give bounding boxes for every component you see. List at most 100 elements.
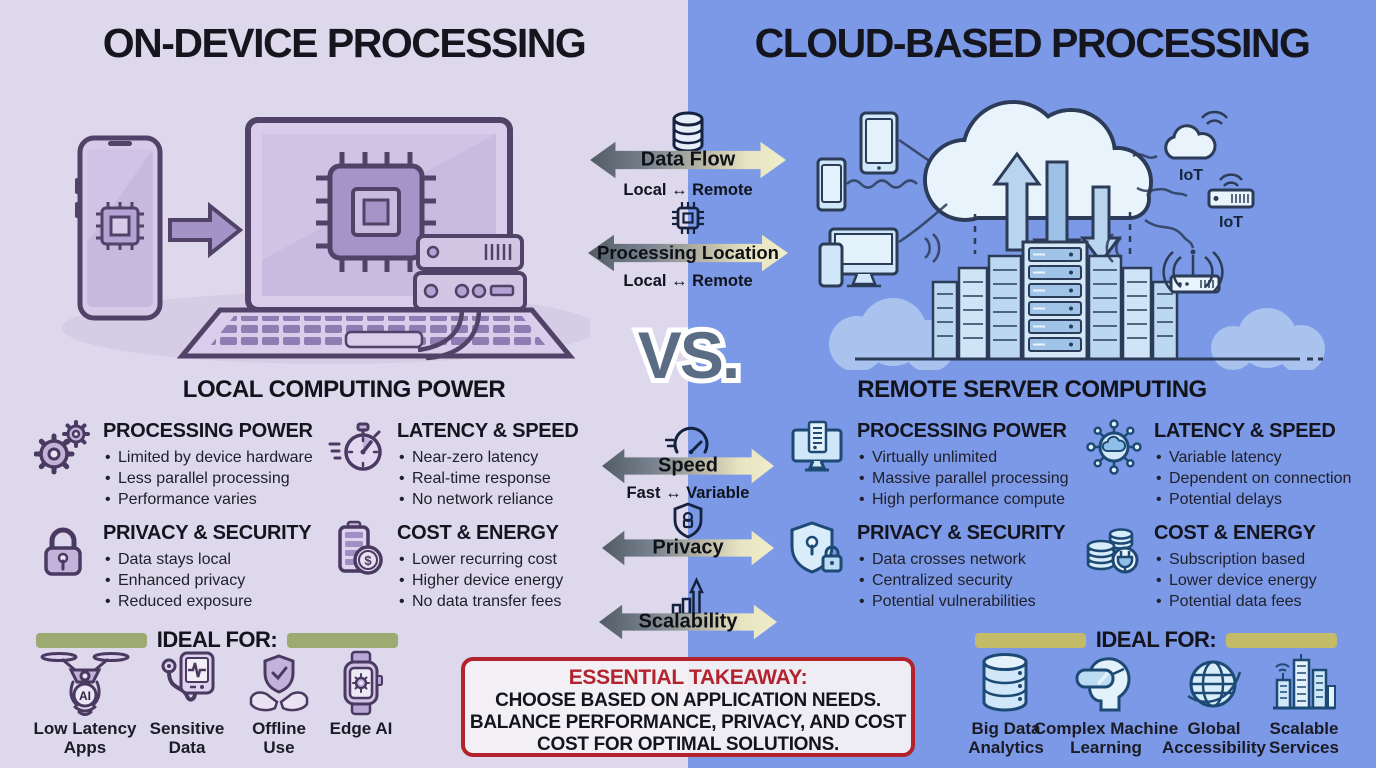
feature-processing-power-left: PROCESSING POWER Limited by device hardw… <box>33 418 326 510</box>
feature-title: PRIVACY & SECURITY <box>857 522 1066 544</box>
ideal-for-label: IDEAL FOR: <box>156 627 278 652</box>
feature-bullet: Virtually unlimited <box>857 447 1069 468</box>
feature-title: PRIVACY & SECURITY <box>103 522 312 544</box>
feature-bullet: Potential data fees <box>1154 591 1317 612</box>
hands-shield-icon <box>236 650 322 716</box>
vr-head-icon <box>1020 650 1192 716</box>
comparison-label: Processing Location <box>597 242 779 263</box>
client-devices-icon <box>816 111 899 288</box>
use-case-label: Global Accessibility <box>1162 719 1266 757</box>
speed-arrow: Speed <box>602 448 774 484</box>
decor-bar <box>36 632 147 648</box>
feature-cost-left: $ COST & ENERGY Lower recurring cost Hig… <box>328 520 594 612</box>
iot-devices-icon <box>1162 110 1255 294</box>
left-connectors <box>846 138 1122 263</box>
feature-bullet: Enhanced privacy <box>103 570 311 591</box>
feature-bullet: Less parallel processing <box>103 468 313 489</box>
feature-bullet: Lower device energy <box>1154 570 1317 591</box>
feature-bullet: Variable latency <box>1154 447 1351 468</box>
vs-text: VS. <box>586 306 790 402</box>
feature-title: PROCESSING POWER <box>103 420 313 442</box>
big-data-icon <box>957 650 1055 716</box>
decor-bar <box>975 632 1086 648</box>
feature-bullet: Lower recurring cost <box>397 549 563 570</box>
feature-bullet: Data stays local <box>103 549 311 570</box>
decor-bar <box>287 632 399 648</box>
data-flow-arrow: Data Flow <box>590 141 786 179</box>
ideal-for-left: IDEAL FOR: <box>36 627 399 653</box>
comparison-label: Scalability <box>638 610 738 633</box>
smartwatch-icon <box>326 650 396 716</box>
city-icon <box>1256 650 1352 716</box>
feature-bullet: Massive parallel processing <box>857 468 1069 489</box>
feature-bullet: Potential delays <box>1154 489 1351 510</box>
left-caption: LOCAL COMPUTING POWER <box>182 376 506 403</box>
takeaway-title: ESSENTIAL TAKEAWAY: <box>568 666 808 689</box>
stopwatch-icon <box>328 418 388 510</box>
takeaway-line: COST FOR OPTIMAL SOLUTIONS. <box>537 734 839 755</box>
use-case-global-access: Global Accessibility <box>1144 650 1284 757</box>
right-caption: REMOTE SERVER COMPUTING <box>857 376 1207 403</box>
decor-bar <box>1226 632 1338 648</box>
right-panel: CLOUD-BASED PROCESSING <box>688 0 1376 768</box>
feature-latency-left: LATENCY & SPEED Near-zero latency Real-t… <box>328 418 594 510</box>
right-title: CLOUD-BASED PROCESSING <box>754 20 1311 66</box>
comparison-label: Data Flow <box>640 148 736 171</box>
use-case-big-data: Big Data Analytics <box>957 650 1055 757</box>
essential-takeaway-box: ESSENTIAL TAKEAWAY: CHOOSE BASED ON APPL… <box>461 657 915 757</box>
feature-bullet: No data transfer fees <box>397 591 563 612</box>
chip-icon <box>668 198 708 243</box>
ideal-for-label: IDEAL FOR: <box>1095 627 1217 652</box>
use-case-label: Scalable Services <box>1269 719 1339 757</box>
takeaway-line: BALANCE PERFORMANCE, PRIVACY, AND COST <box>469 712 907 733</box>
feature-privacy-left: PRIVACY & SECURITY Data stays local Enha… <box>34 520 326 612</box>
comparison-sub: Local ↔ Remote <box>623 181 753 199</box>
feature-bullet: Centralized security <box>857 570 1065 591</box>
database-icon <box>670 110 706 159</box>
use-case-scalable-services: Scalable Services <box>1256 650 1352 757</box>
shield-icon <box>671 502 705 545</box>
comparison-sub: Local ↔ Remote <box>623 272 753 290</box>
feature-bullet: Performance varies <box>103 489 313 510</box>
ideal-for-right: IDEAL FOR: <box>975 627 1338 653</box>
mini-pc-icon <box>413 234 527 361</box>
iot-label: IoT <box>1179 167 1203 184</box>
gears-icon <box>33 418 94 510</box>
medical-monitor-icon <box>137 650 237 716</box>
use-case-low-latency: AI Low Latency Apps <box>29 650 141 757</box>
smartphone-icon <box>75 135 163 321</box>
privacy-arrow: Privacy <box>602 530 774 566</box>
feature-bullet: Dependent on connection <box>1154 468 1351 489</box>
use-case-label: Sensitive Data <box>149 719 225 757</box>
scalability-arrow: Scalability <box>599 604 777 640</box>
processing-location-arrow: Processing Location <box>588 234 788 272</box>
cloud-icon <box>923 100 1153 222</box>
use-case-edge-ai: Edge AI <box>326 650 396 738</box>
comparison-sub: Fast ↔ Variable <box>626 484 750 502</box>
cloud-illustration: IoT IoT <box>816 100 1325 370</box>
globe-icon <box>1144 650 1284 716</box>
use-case-label: Low Latency Apps <box>33 719 137 757</box>
feature-bullet: Reduced exposure <box>103 591 311 612</box>
server-racks-icon <box>855 240 1323 361</box>
shield-lock-icon <box>788 520 848 612</box>
feature-bullet: Higher device energy <box>397 570 563 591</box>
ai-glyph: AI <box>79 689 91 703</box>
feature-latency-right: LATENCY & SPEED Variable latency Depende… <box>1085 418 1375 510</box>
left-title: ON-DEVICE PROCESSING <box>102 20 587 66</box>
feature-title: COST & ENERGY <box>1154 522 1316 544</box>
feature-bullet: Near-zero latency <box>397 447 578 468</box>
takeaway-line: CHOOSE BASED ON APPLICATION NEEDS. <box>495 690 881 711</box>
drone-icon: AI <box>29 650 141 716</box>
feature-cost-right: COST & ENERGY Subscription based Lower d… <box>1085 520 1375 612</box>
use-case-label: Big Data Analytics <box>968 719 1044 757</box>
left-panel: ON-DEVICE PROCESSING <box>0 0 688 768</box>
monitor-server-icon <box>788 418 848 510</box>
speedometer-icon <box>664 424 711 461</box>
use-case-machine-learning: Complex Machine Learning <box>1020 650 1192 757</box>
use-case-offline-use: Offline Use <box>236 650 322 757</box>
iot-label: IoT <box>1219 214 1243 231</box>
cloud-network-icon <box>1085 418 1145 510</box>
on-device-illustration <box>62 117 590 364</box>
feature-bullet: No network reliance <box>397 489 578 510</box>
